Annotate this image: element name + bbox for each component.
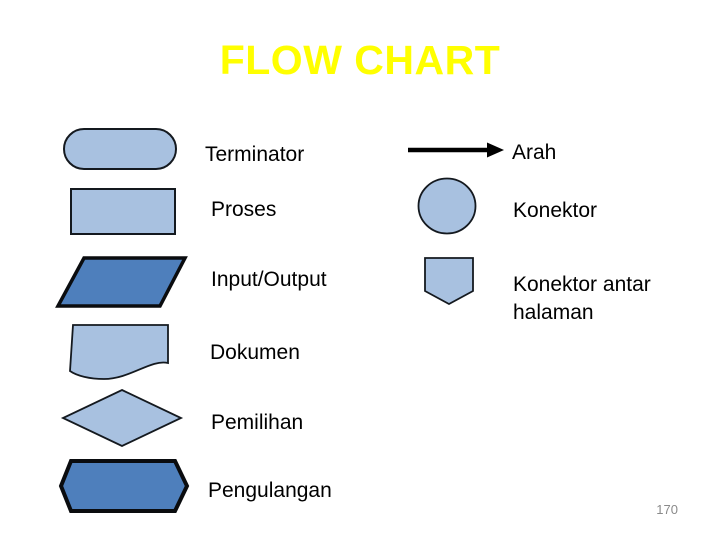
label-konektor: Konektor bbox=[513, 199, 598, 222]
document-shape-path bbox=[69, 324, 169, 380]
label-dokumen: Dokumen bbox=[210, 341, 300, 364]
label-konektor-antar-halaman: Konektor antar halaman bbox=[513, 273, 651, 324]
input-output-shape-path bbox=[55, 256, 188, 308]
terminator-shape-icon bbox=[63, 128, 177, 170]
loop-hexagon-shape-icon bbox=[58, 459, 190, 513]
label-proses: Proses bbox=[211, 198, 277, 221]
document-shape-icon bbox=[69, 324, 169, 380]
arrow-shape-icon bbox=[408, 142, 504, 158]
page-number: 170 bbox=[656, 502, 678, 517]
slide-title: FLOW CHART bbox=[219, 37, 501, 83]
connector-circle-shape-icon bbox=[417, 177, 477, 235]
arrow-head bbox=[487, 142, 504, 158]
label-pengulangan: Pengulangan bbox=[208, 479, 332, 502]
label-terminator: Terminator bbox=[205, 143, 305, 166]
label-input-output: Input/Output bbox=[211, 268, 327, 291]
loop-hexagon-shape-path bbox=[58, 459, 190, 513]
process-shape-path bbox=[70, 188, 176, 235]
process-shape-icon bbox=[70, 188, 176, 235]
connector-circle-path bbox=[417, 177, 477, 235]
terminator-shape-path bbox=[63, 128, 177, 170]
label-pemilihan: Pemilihan bbox=[211, 411, 304, 434]
off-page-connector-path bbox=[424, 257, 474, 306]
input-output-shape-icon bbox=[55, 256, 188, 308]
decision-shape-icon bbox=[60, 389, 184, 447]
label-arah: Arah bbox=[512, 141, 557, 164]
decision-shape-path bbox=[60, 389, 184, 447]
off-page-connector-shape-icon bbox=[424, 257, 474, 306]
